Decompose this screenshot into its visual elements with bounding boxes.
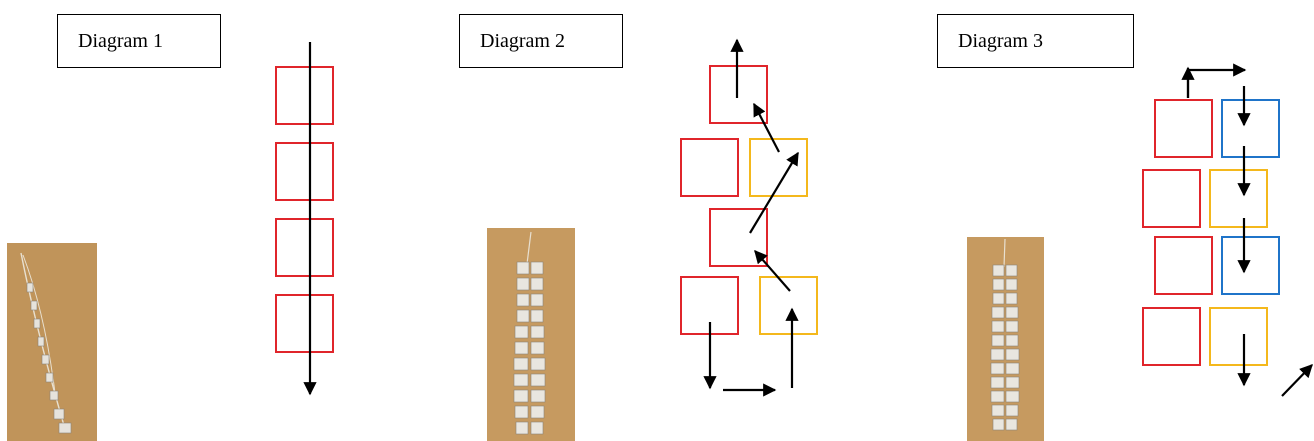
d1-bead-4 [275,294,334,353]
bead-photo-3 [967,237,1044,441]
d3-bead-right-2 [1209,169,1268,228]
bead-photo-1 [7,243,97,441]
d3-bead-left-4 [1142,307,1201,366]
d3-bead-right-3 [1221,236,1280,295]
d2-arrow-6 [753,102,780,153]
diagram-1-beads [275,66,334,353]
d3-bead-right-4 [1209,307,1268,366]
diagram-1-title: Diagram 1 [57,14,221,68]
d3-arrow-turn [1186,63,1247,98]
d2-bead-mid [709,208,768,267]
diagram-3-arrows [1181,63,1313,397]
bead-photo-2 [487,228,575,441]
d3-bead-left-1 [1154,99,1213,158]
d1-bead-1 [275,66,334,125]
d2-arrow-5 [749,151,799,234]
d2-bead-right-1 [749,138,808,197]
d3-bead-right-1 [1221,99,1280,158]
diagram-3-beads [1142,99,1280,366]
diagram-2-beads [680,65,818,335]
d1-bead-3 [275,218,334,277]
diagram-3-title-text: Diagram 3 [958,29,1043,52]
d2-bead-top [709,65,768,124]
d3-arrow-diagonal [1281,364,1313,397]
d2-arrow-4 [754,250,791,292]
d3-bead-left-2 [1142,169,1201,228]
d2-bead-right-2 [759,276,818,335]
diagram-2-arrows [703,38,799,397]
d3-bead-left-3 [1154,236,1213,295]
d1-bead-2 [275,142,334,201]
diagram-2-title: Diagram 2 [459,14,623,68]
diagram-3-title: Diagram 3 [937,14,1134,68]
diagram-1-title-text: Diagram 1 [78,29,163,52]
d2-bead-left-1 [680,138,739,197]
diagram-2-title-text: Diagram 2 [480,29,565,52]
